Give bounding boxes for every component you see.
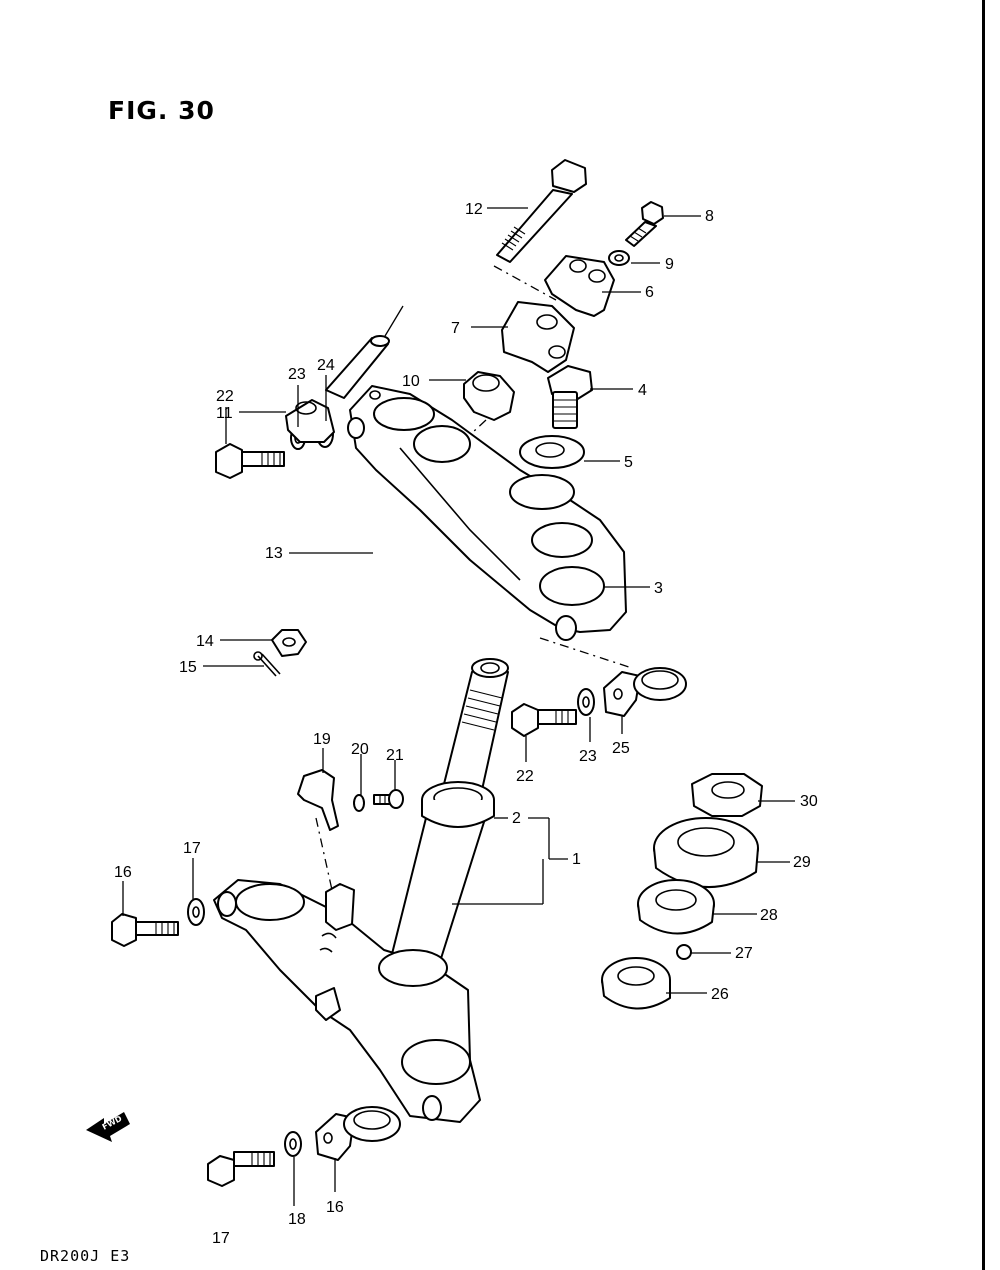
- label-part-6: 6: [645, 284, 654, 301]
- part-2-bearing-upper[interactable]: [421, 781, 495, 828]
- label-part-17-lower: 17: [212, 1230, 230, 1247]
- part-labels: 12 8 9 6 7 10 4 5 3 13 11 14 15 22 23 24…: [114, 201, 818, 1247]
- part-22-lower-bolt[interactable]: [511, 703, 577, 737]
- label-part-5: 5: [624, 454, 633, 471]
- label-part-12: 12: [465, 201, 483, 218]
- figure-title: FIG. 30: [108, 96, 215, 125]
- label-part-10: 10: [402, 373, 420, 390]
- page-edge-rule: [982, 0, 985, 1270]
- part-21-screw[interactable]: [373, 789, 404, 809]
- label-part-28: 28: [760, 907, 778, 924]
- part-22-upper-bolt[interactable]: [215, 443, 285, 479]
- part-12-long-bolt[interactable]: [496, 159, 587, 263]
- label-part-17-upper: 16: [114, 864, 132, 881]
- label-part-27: 27: [735, 945, 753, 962]
- lower-bracket[interactable]: [213, 879, 481, 1123]
- part-14-nut[interactable]: [271, 629, 307, 657]
- label-part-14: 14: [196, 633, 214, 650]
- label-part-8: 8: [705, 208, 714, 225]
- label-part-23-upper: 23: [288, 366, 306, 383]
- label-part-9: 9: [665, 256, 674, 273]
- label-part-23-lower: 23: [579, 748, 597, 765]
- part-29-seal[interactable]: [653, 817, 759, 889]
- label-part-19: 19: [313, 731, 331, 748]
- part-18-lower-washer[interactable]: [284, 1131, 302, 1157]
- label-part-21: 21: [386, 747, 404, 764]
- assembly-line-12: [493, 265, 557, 301]
- label-part-18-upper: 17: [183, 840, 201, 857]
- part-27-ball[interactable]: [676, 944, 692, 960]
- part-16-clamp[interactable]: [315, 1106, 401, 1161]
- part-20-washer[interactable]: [353, 794, 365, 812]
- label-part-7: 7: [451, 320, 460, 337]
- part-13-tube[interactable]: [325, 335, 390, 399]
- part-10-cushion[interactable]: [463, 371, 515, 421]
- label-part-2: 2: [512, 810, 521, 827]
- label-part-26: 26: [711, 986, 729, 1003]
- part-19-clip[interactable]: [297, 769, 339, 831]
- assembly-line-3: [539, 637, 633, 669]
- part-4-stem-bolt[interactable]: [547, 365, 593, 429]
- leader-lines: [122, 207, 795, 1206]
- part-8-bolt[interactable]: [625, 201, 664, 247]
- page-edge-strip: [985, 0, 1000, 1270]
- part-15-cotter-pin[interactable]: [253, 651, 281, 677]
- part-30-nut[interactable]: [691, 773, 763, 817]
- assembly-line-10: [457, 419, 487, 447]
- label-part-11: 11: [216, 405, 233, 422]
- label-part-29: 29: [793, 854, 811, 871]
- label-part-22-upper: 22: [216, 388, 234, 405]
- part-7-handlebar-holder-lower[interactable]: [501, 301, 575, 373]
- part-9-washer[interactable]: [608, 250, 630, 266]
- model-code: DR200J E3: [40, 1247, 131, 1265]
- assembly-line-19: [315, 817, 333, 891]
- label-part-1: 1: [572, 851, 581, 868]
- part-17-lower-bolt[interactable]: [207, 1151, 275, 1187]
- label-part-15: 15: [179, 659, 197, 676]
- fwd-arrow-icon: FWD: [86, 1112, 130, 1142]
- part-5-washer[interactable]: [519, 435, 585, 469]
- part-3-upper-bracket[interactable]: [347, 385, 627, 641]
- label-part-13: 13: [265, 545, 283, 562]
- label-part-30: 30: [800, 793, 818, 810]
- part-23-lower-washer[interactable]: [577, 688, 595, 716]
- label-part-3: 3: [654, 580, 663, 597]
- label-part-16: 16: [326, 1199, 344, 1216]
- label-part-20: 20: [351, 741, 369, 758]
- part-28-bearing-race[interactable]: [637, 879, 715, 935]
- leader-13-stem: [384, 305, 404, 337]
- part-6-handlebar-holder-upper[interactable]: [544, 255, 615, 317]
- label-part-22-lower: 22: [516, 768, 534, 785]
- label-part-4: 4: [638, 382, 647, 399]
- part-17-upper-bolt[interactable]: [111, 913, 179, 947]
- label-part-24: 24: [317, 357, 335, 374]
- part-18-upper-washer[interactable]: [187, 898, 205, 926]
- part-26-lower-race[interactable]: [601, 957, 671, 1010]
- part-11-damper[interactable]: [285, 399, 335, 443]
- part-25-clamp[interactable]: [603, 667, 687, 717]
- label-part-25: 25: [612, 740, 630, 757]
- label-part-18-lower: 18: [288, 1211, 306, 1228]
